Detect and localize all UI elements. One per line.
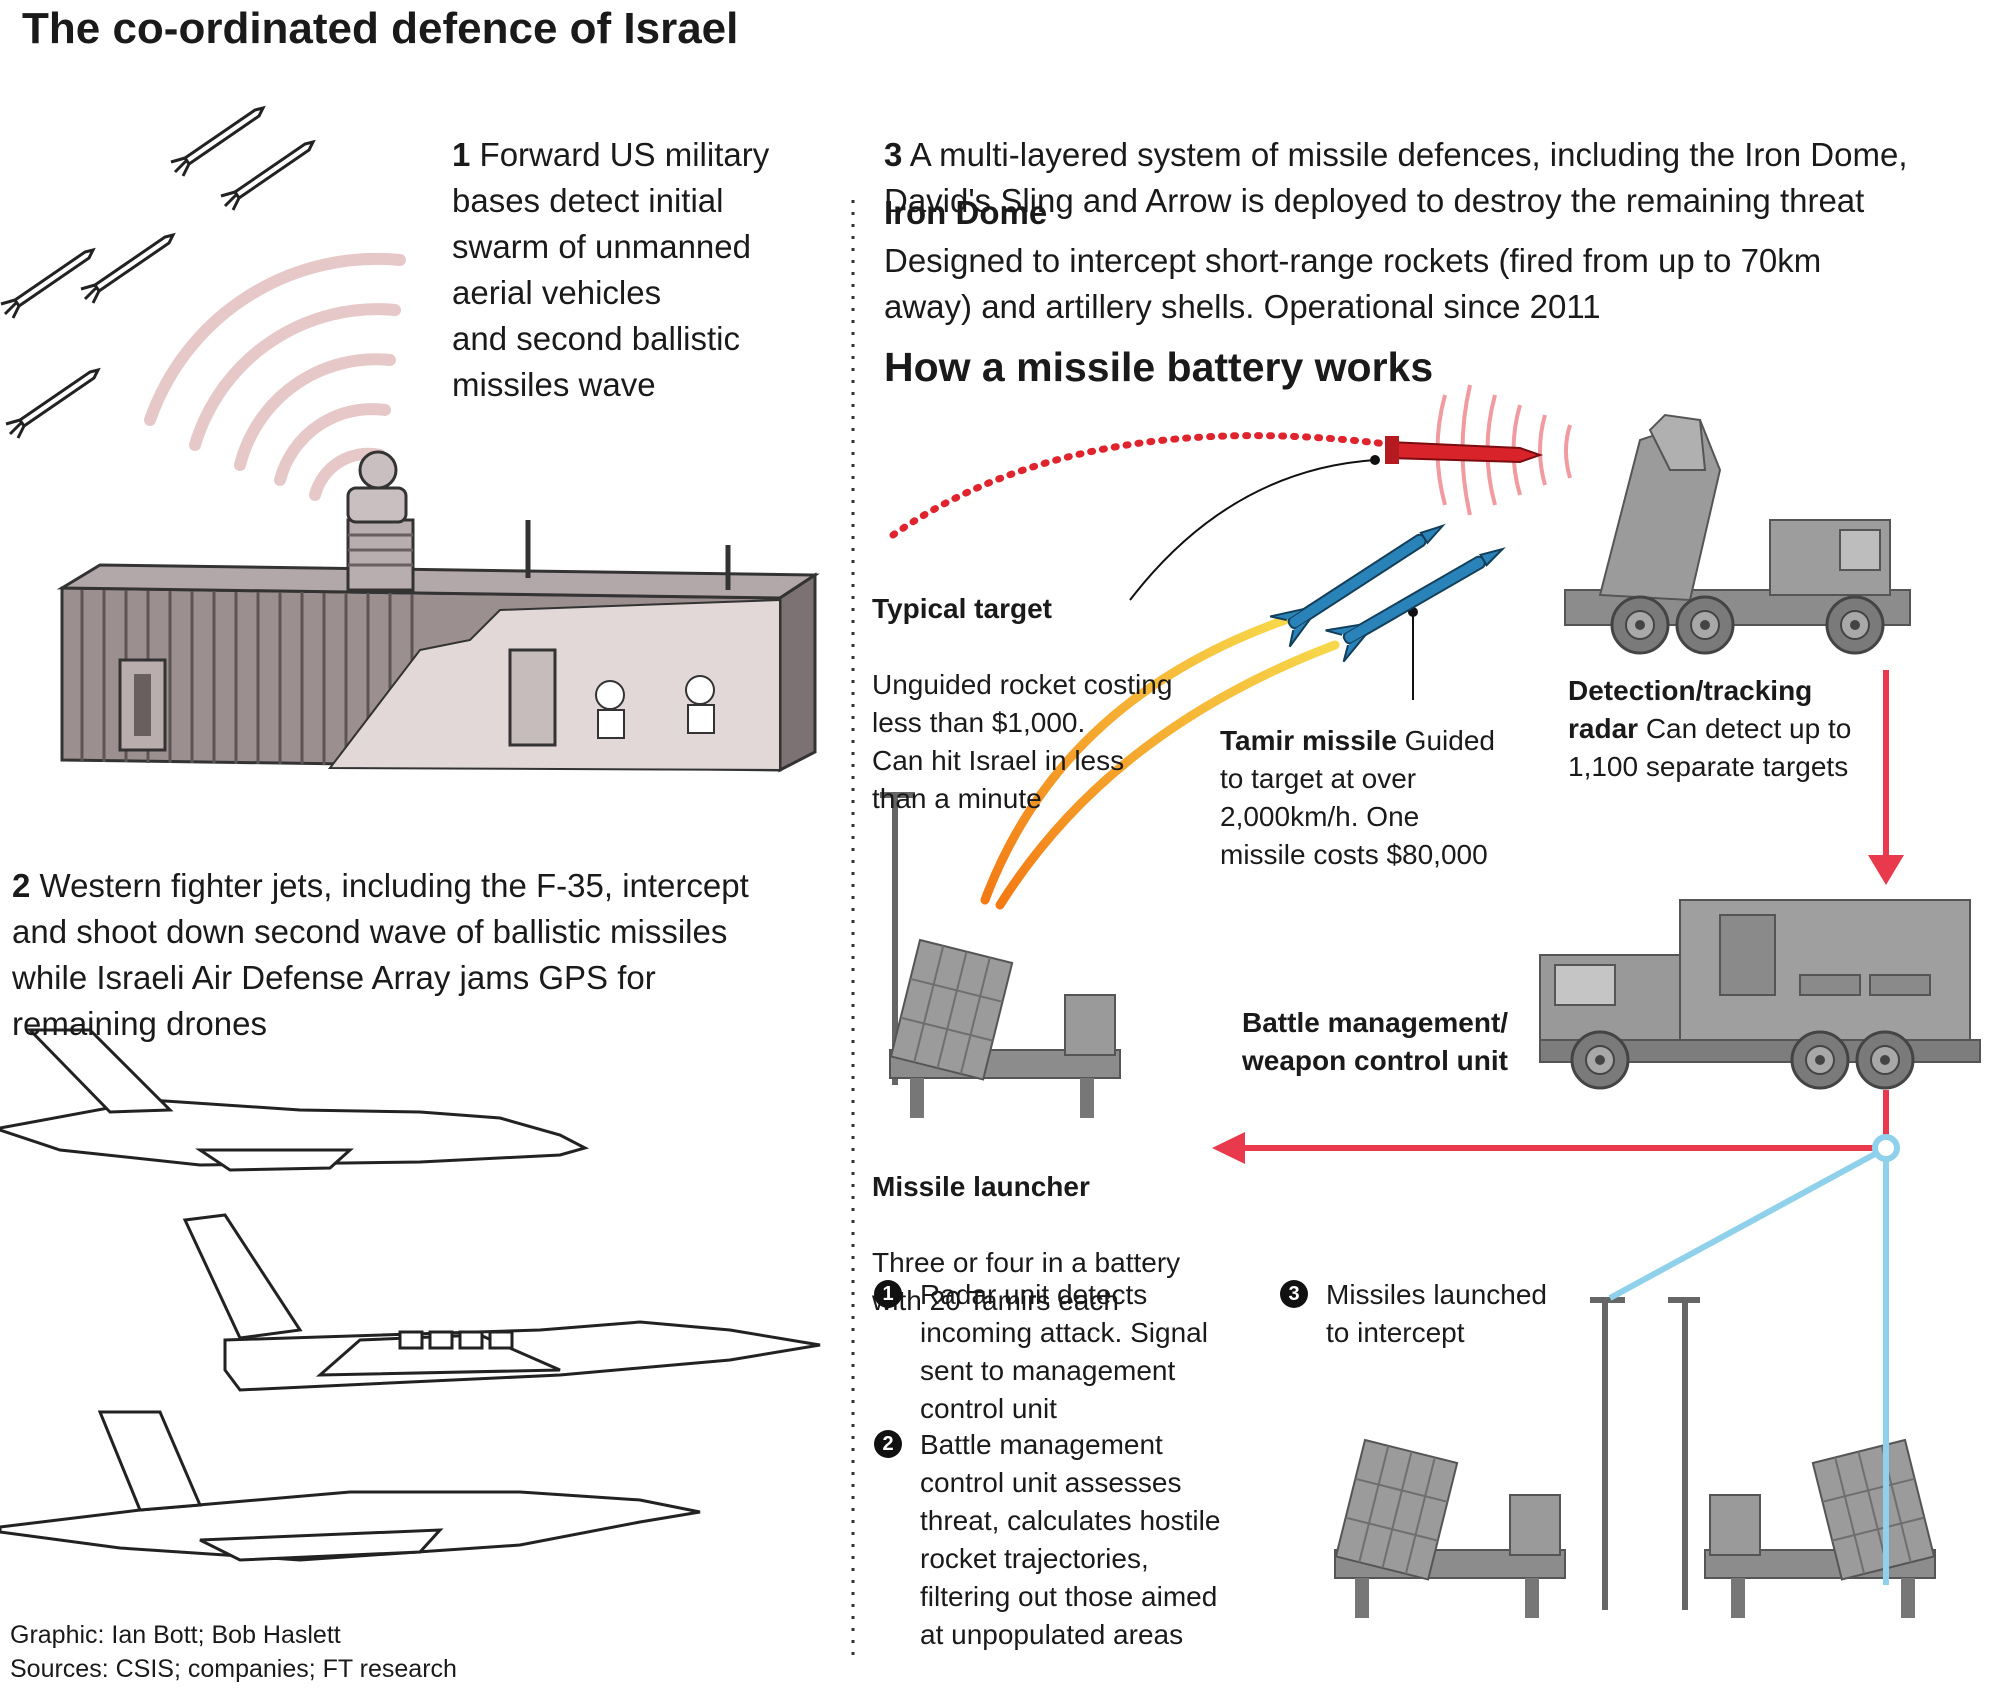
typical-target-leader xyxy=(1129,459,1376,601)
step-1-text: Forward US military bases detect initial… xyxy=(452,136,770,403)
step-3: 3 A multi-layered system of missile defe… xyxy=(884,86,1908,224)
launcher-text: Three or four in a battery with 20 Tamir… xyxy=(872,1247,1181,1316)
rocket-trajectory xyxy=(889,432,1399,539)
battle-unit-label: Battle management/ weapon control unit xyxy=(1242,1007,1509,1076)
f35-jet xyxy=(0,1028,590,1172)
container-base xyxy=(56,450,820,773)
process-step-1: 1 Radar unit detects incoming attack. Si… xyxy=(874,1276,1208,1428)
process-step-1-number: 1 xyxy=(874,1280,902,1308)
step-2-number: 2 xyxy=(12,867,31,904)
incoming-rocket xyxy=(1385,436,1544,464)
missile-launcher-main xyxy=(880,792,1121,1119)
launcher-label: Missile launcher xyxy=(872,1171,1090,1202)
step-1: 1 Forward US military bases detect initi… xyxy=(452,86,769,408)
process-step-3-number: 3 xyxy=(1280,1280,1308,1308)
process-step-2-text: Battle management control unit assesses … xyxy=(920,1429,1221,1650)
process-step-2: 2 Battle management control unit assesse… xyxy=(874,1426,1220,1654)
process-step-1-text: Radar unit detects incoming attack. Sign… xyxy=(920,1279,1208,1424)
iron-dome-description: Designed to intercept short-range rocket… xyxy=(884,242,1822,325)
page-title: The co-ordinated defence of Israel xyxy=(22,4,739,53)
tamir-text: Guided to target at over 2,000km/h. One … xyxy=(1220,725,1495,870)
fa18-jet xyxy=(0,1410,701,1562)
radar-label: Detection/tracking radar xyxy=(1568,675,1813,744)
tamir-label: Tamir missile xyxy=(1220,725,1397,756)
launcher-callout: Missile launcher Three or four in a batt… xyxy=(872,1130,1180,1358)
tamir-missiles xyxy=(1269,523,1506,663)
tamir-callout: Tamir missile Guided to target at over 2… xyxy=(1220,722,1495,874)
battle-management-truck xyxy=(1539,899,1981,1090)
radar-truck xyxy=(1564,413,1911,655)
step-3-number: 3 xyxy=(884,136,903,173)
typical-target-callout: Typical target Unguided rocket costing l… xyxy=(872,552,1172,856)
typical-target-label: Typical target xyxy=(872,593,1052,624)
signal-lines xyxy=(1608,1134,1900,1585)
step-3-text: A multi-layered system of missile defenc… xyxy=(884,136,1908,219)
radar-callout: Detection/tracking radar Can detect up t… xyxy=(1568,672,1851,786)
step-2: 2 Western fighter jets, including the F-… xyxy=(12,817,749,1047)
missile-launchers-bottom xyxy=(1334,1297,1936,1619)
iron-dome-heading: Iron Dome xyxy=(884,194,1048,231)
typhoon-jet xyxy=(182,1213,821,1392)
typical-target-text: Unguided rocket costing less than $1,000… xyxy=(872,669,1173,814)
step-2-text: Western fighter jets, including the F-35… xyxy=(12,867,749,1042)
process-step-3-text: Missiles launched to intercept xyxy=(1326,1279,1547,1348)
source-credits: Graphic: Ian Bott; Bob Haslett Sources: … xyxy=(10,1621,457,1683)
process-step-2-number: 2 xyxy=(874,1430,902,1458)
interceptor-trails xyxy=(980,615,1340,910)
battery-heading: How a missile battery works xyxy=(884,344,1434,390)
radar-text: Can detect up to 1,100 separate targets xyxy=(1568,713,1852,782)
step-1-number: 1 xyxy=(452,136,471,173)
process-step-3: 3 Missiles launched to intercept xyxy=(1280,1276,1547,1352)
